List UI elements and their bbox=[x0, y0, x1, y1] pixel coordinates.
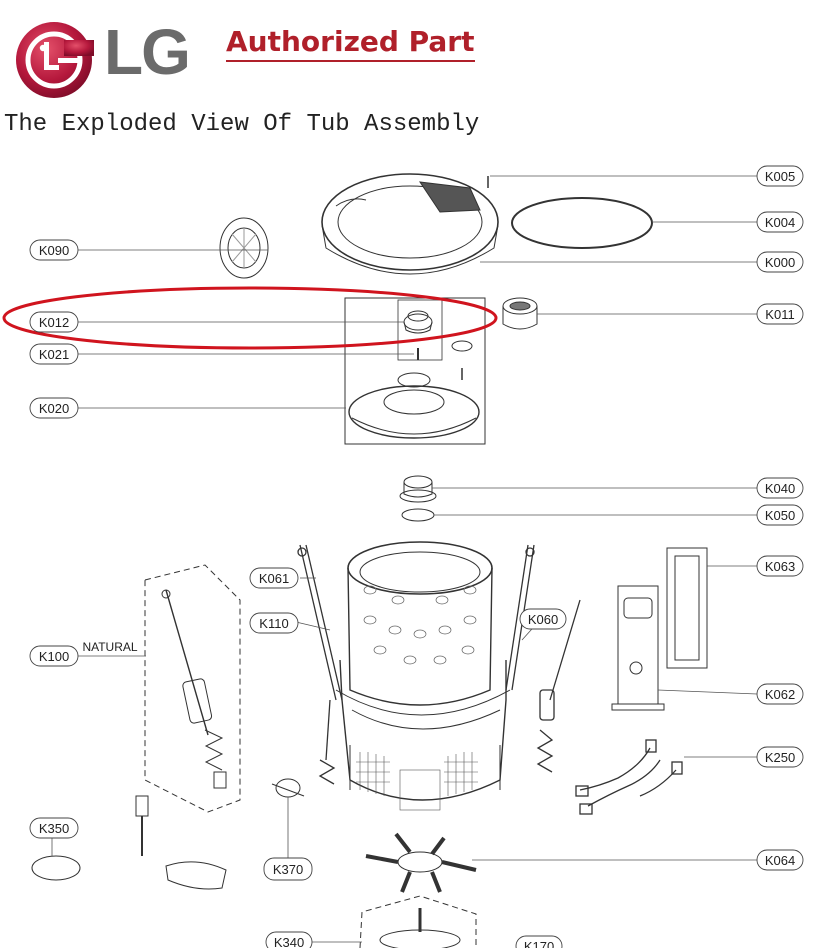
natural-annotation: NATURAL bbox=[82, 640, 137, 654]
label-k110: K110 bbox=[259, 616, 288, 631]
label-k170-badge bbox=[515, 935, 563, 948]
bracket-parts bbox=[611, 547, 708, 711]
label-k050-badge bbox=[756, 504, 804, 526]
suspension-rod-parts bbox=[297, 544, 581, 785]
label-k000-badge bbox=[756, 251, 804, 273]
label-k000: K000 bbox=[765, 255, 795, 270]
label-k062-badge bbox=[756, 683, 804, 705]
tub-cover-ring-part bbox=[321, 173, 499, 275]
sensor-part bbox=[271, 778, 305, 798]
label-k061: K061 bbox=[259, 571, 289, 586]
label-k090: K090 bbox=[39, 243, 69, 258]
page-title: The Exploded View Of Tub Assembly bbox=[4, 111, 480, 138]
label-k004: K004 bbox=[765, 215, 795, 230]
balance-cap-part bbox=[502, 297, 538, 330]
label-k050: K050 bbox=[765, 508, 795, 523]
label-k005-badge bbox=[756, 165, 804, 187]
label-k064: K064 bbox=[765, 853, 795, 868]
label-k004-badge bbox=[756, 211, 804, 233]
label-k060-badge bbox=[519, 608, 567, 630]
label-k040: K040 bbox=[765, 481, 795, 496]
label-k012: K012 bbox=[39, 315, 69, 330]
wash-tub-part bbox=[335, 541, 511, 811]
tub-gasket-part bbox=[511, 197, 653, 249]
damper-assembly-part bbox=[144, 564, 241, 813]
label-k061-badge bbox=[249, 567, 299, 589]
highlight-ellipse bbox=[2, 286, 498, 350]
lint-filter-part bbox=[219, 217, 269, 279]
tub-nut-part bbox=[399, 475, 437, 503]
label-k350-badge bbox=[29, 817, 79, 839]
label-k011: K011 bbox=[765, 307, 794, 322]
label-k063-badge bbox=[756, 555, 804, 577]
label-k063: K063 bbox=[765, 559, 795, 574]
label-k062: K062 bbox=[765, 687, 795, 702]
label-k350: K350 bbox=[39, 821, 69, 836]
label-k060: K060 bbox=[528, 612, 558, 627]
label-k100-badge bbox=[29, 645, 79, 667]
label-k021: K021 bbox=[39, 347, 69, 362]
label-k100: K100 bbox=[39, 649, 69, 664]
label-k250-badge bbox=[756, 746, 804, 768]
label-k370-badge bbox=[263, 857, 313, 881]
label-k021-badge bbox=[29, 343, 79, 365]
label-k340-badge bbox=[265, 931, 313, 948]
label-k020: K020 bbox=[39, 401, 69, 416]
label-k040-badge bbox=[756, 477, 804, 499]
label-k012-badge bbox=[29, 311, 79, 333]
label-k005: K005 bbox=[765, 169, 795, 184]
authorized-part-heading: Authorized Part bbox=[226, 24, 475, 62]
spider-hub-part bbox=[365, 832, 477, 893]
label-k020-badge bbox=[29, 397, 79, 419]
label-k090-badge bbox=[29, 239, 79, 261]
brand-logo-text: LG bbox=[104, 16, 191, 88]
lg-logo-icon bbox=[16, 22, 94, 98]
clutch-assembly-part bbox=[359, 895, 477, 948]
label-k170: K170 bbox=[524, 939, 554, 948]
label-k340: K340 bbox=[274, 935, 304, 948]
label-k110-badge bbox=[249, 612, 299, 634]
balancer-parts bbox=[31, 795, 227, 890]
label-k250: K250 bbox=[765, 750, 795, 765]
wire-harness-part bbox=[575, 739, 683, 815]
pulsator-cap-part bbox=[403, 310, 433, 334]
pulsator-part bbox=[348, 372, 480, 439]
label-k011-badge bbox=[756, 303, 804, 325]
label-k064-badge bbox=[756, 849, 804, 871]
header: LG Authorized Part bbox=[0, 0, 824, 100]
washer-part bbox=[401, 508, 435, 522]
label-k370: K370 bbox=[273, 862, 303, 877]
